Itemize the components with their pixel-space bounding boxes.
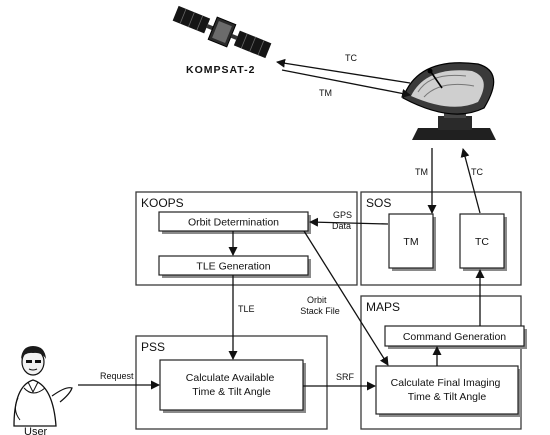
sos-tc-box — [459, 213, 505, 269]
sos-tc-to-dish-label: TC — [471, 167, 483, 177]
srf-label: SRF — [336, 372, 355, 382]
user-label: User — [24, 426, 48, 435]
calculate-final-imaging-box — [375, 365, 519, 415]
tm-downlink-arrow — [281, 69, 411, 98]
orbit-determination-label: Orbit Determination — [188, 217, 279, 229]
command-generation-label: Command Generation — [403, 331, 506, 343]
satellite-dish-icon — [402, 62, 496, 140]
request-label: Request — [100, 371, 134, 381]
koops-title: KOOPS — [141, 196, 184, 210]
tm-downlink-label: TM — [319, 88, 332, 98]
sos-tm-box — [388, 213, 434, 269]
gps-data-label: GPS Data — [332, 210, 355, 231]
calculate-available-label: Calculate Available Time & Tilt Angle — [186, 372, 277, 398]
satellite-icon — [172, 5, 272, 59]
maps-title: MAPS — [366, 300, 400, 314]
pss-title: PSS — [141, 340, 165, 354]
tc-uplink-arrow — [276, 58, 411, 84]
sos-tc-to-dish-arrow — [460, 148, 481, 214]
orbit-stack-file-arrow — [303, 230, 389, 366]
sos-title: SOS — [366, 196, 391, 210]
command-generation-box — [384, 325, 525, 347]
orbit-stack-file-label: Orbit Stack File — [300, 295, 340, 316]
user-icon — [13, 346, 73, 427]
calculate-available-box — [159, 359, 304, 411]
tle-generation-label: TLE Generation — [196, 261, 270, 273]
gps-data-arrow — [309, 217, 389, 227]
sos-tm-label: TM — [403, 236, 418, 248]
tc-uplink-label: TC — [345, 53, 357, 63]
dish-to-sos-tm-label: TM — [415, 167, 428, 177]
satellite-label: KOMPSAT-2 — [186, 64, 255, 76]
sos-tc-label: TC — [475, 236, 489, 248]
tle-label: TLE — [238, 304, 255, 314]
calculate-final-imaging-label: Calculate Final Imaging Time & Tilt Angl… — [391, 377, 504, 403]
